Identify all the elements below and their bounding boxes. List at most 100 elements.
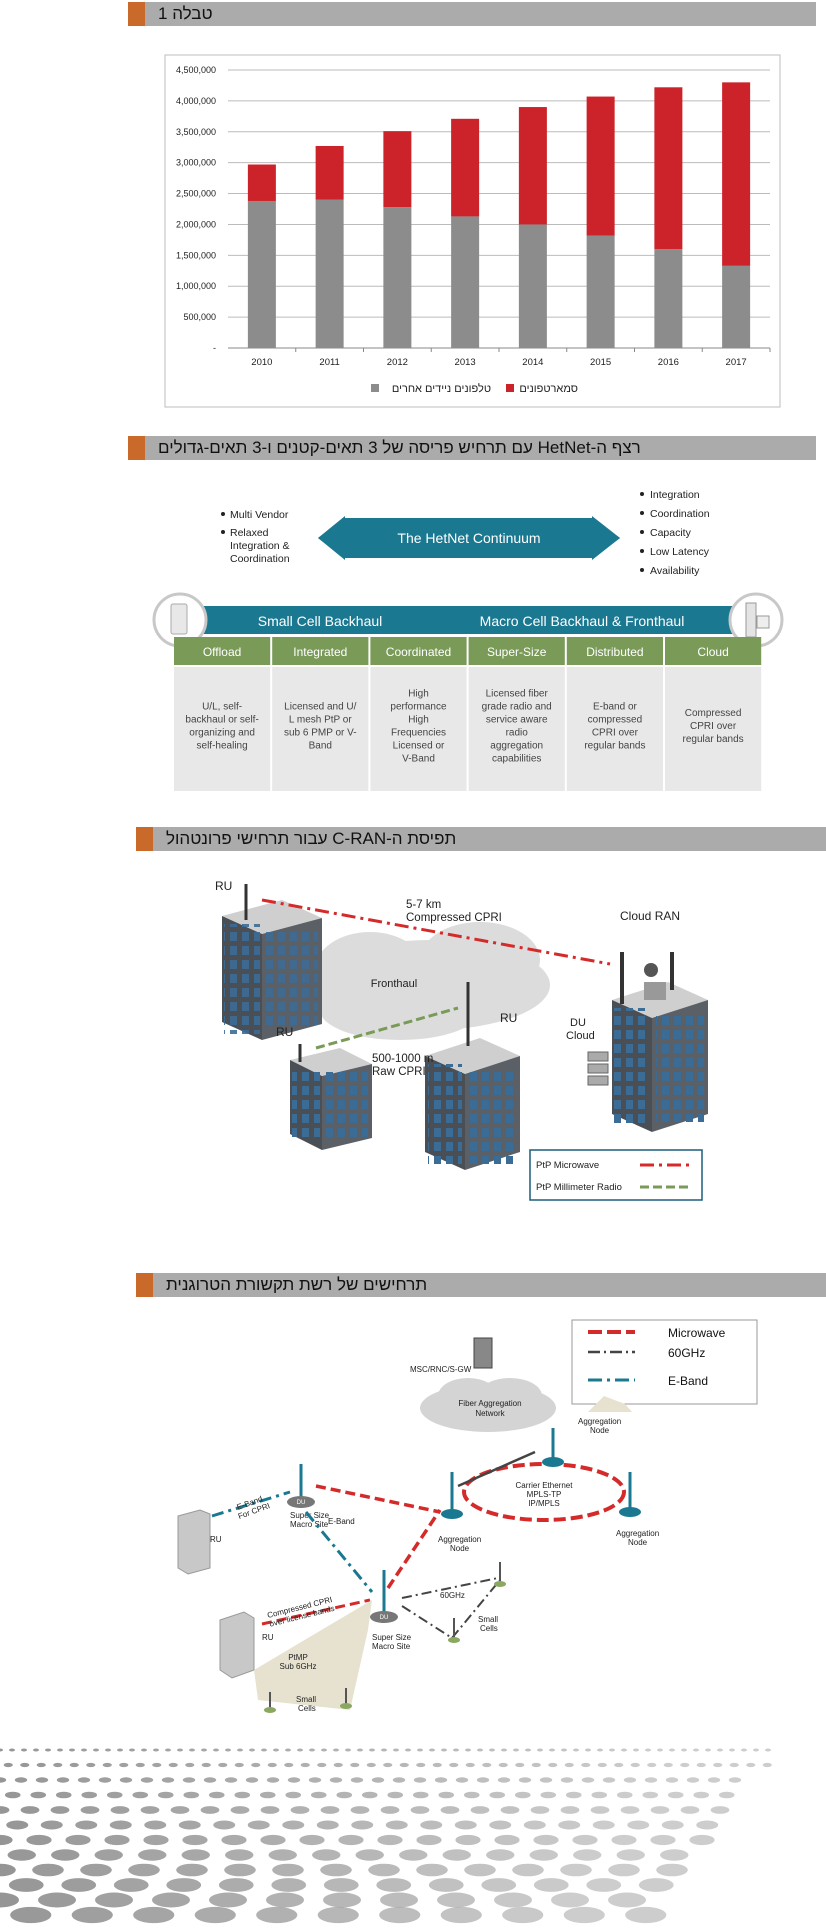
decor-dot	[320, 1806, 340, 1814]
decor-dot	[355, 1849, 384, 1861]
decor-dot	[585, 1748, 591, 1752]
bar-smart-2016	[654, 87, 683, 250]
decor-dot	[32, 1863, 64, 1877]
decor-dot	[224, 1777, 238, 1783]
decor-dot	[621, 1748, 627, 1752]
decor-dot	[718, 1791, 735, 1799]
decor-dot	[385, 1820, 408, 1830]
decor-dot	[182, 1834, 208, 1846]
decor-dot	[387, 1791, 404, 1799]
building-ru-top	[222, 884, 322, 1040]
decor-dot	[272, 1863, 304, 1877]
decor-dot	[80, 1863, 112, 1877]
decor-dot	[500, 1806, 520, 1814]
decor-dot	[746, 1762, 756, 1768]
decor-dot	[321, 1748, 327, 1752]
bullet-dot	[221, 512, 225, 516]
decor-dot	[20, 1806, 40, 1814]
small-cell-left-2	[340, 1688, 352, 1709]
decor-dot	[465, 1748, 471, 1752]
section-header-1: טבלה 1	[128, 2, 816, 26]
decor-dot	[647, 1762, 657, 1768]
decor-dot	[616, 1849, 645, 1861]
bar-smart-2017	[722, 82, 751, 266]
decor-dot	[21, 1748, 27, 1752]
decor-dot	[0, 1892, 19, 1908]
decor-dot	[357, 1748, 363, 1752]
x-tick-label: 2015	[590, 357, 611, 368]
column-header-bg	[174, 637, 271, 665]
network-legend-box	[571, 1319, 758, 1405]
column-body-bg	[370, 667, 467, 791]
legend-swatch-gray	[371, 384, 379, 392]
carrier-ring	[462, 1462, 626, 1522]
decor-dot	[681, 1748, 687, 1752]
decor-dot	[441, 1748, 447, 1752]
right-bullet: Availability	[650, 565, 700, 577]
decor-dot	[693, 1748, 699, 1752]
decor-dot	[189, 1748, 195, 1752]
right-bullet: Capacity	[650, 527, 692, 539]
column-body: U/L, self-backhaul or self-organizing an…	[185, 702, 258, 752]
decor-dot	[645, 1748, 651, 1752]
decor-dot	[611, 1834, 637, 1846]
stacked-bar-chart: -500,0001,000,0001,500,0002,000,0002,500…	[164, 54, 781, 408]
decor-dot	[157, 1791, 174, 1799]
decor-dot	[432, 1762, 442, 1768]
legend-swatch-area	[588, 1396, 632, 1412]
y-tick-label: 1,500,000	[176, 250, 216, 260]
decor-dot	[455, 1834, 481, 1846]
decor-dot	[213, 1748, 219, 1752]
decor-dot	[53, 1762, 63, 1768]
decor-dot	[464, 1863, 496, 1877]
chart-legend: סמארטפונים טלפונים ניידים אחרים	[371, 382, 578, 395]
bar-other-2015	[586, 235, 615, 348]
decor-dot	[284, 1762, 294, 1768]
cran-legend-millimeter: PtP Millimeter Radio	[536, 1182, 622, 1193]
decor-dot	[416, 1834, 442, 1846]
ru-label-2: RU	[262, 1633, 274, 1642]
decor-dot	[565, 1791, 582, 1799]
decor-dot	[129, 1748, 135, 1752]
decor-dot	[537, 1748, 543, 1752]
decor-dot	[381, 1748, 387, 1752]
y-tick-label: 3,500,000	[176, 127, 216, 137]
bar-other-2010	[247, 200, 276, 348]
eband-link-1	[211, 1490, 291, 1518]
decor-dot	[138, 1849, 167, 1861]
decor-dot	[602, 1777, 616, 1783]
backhaul-band	[178, 606, 764, 634]
decor-dot	[489, 1820, 512, 1830]
decor-dot	[36, 1762, 46, 1768]
decor-dot	[530, 1806, 550, 1814]
decor-dot	[194, 1906, 236, 1924]
decor-dot	[514, 1791, 531, 1799]
y-tick-label: 3,000,000	[176, 158, 216, 168]
decor-dot	[380, 1806, 400, 1814]
decor-dot	[105, 1748, 111, 1752]
decor-dot	[0, 1863, 16, 1877]
bar-other-2011	[315, 199, 344, 348]
hetnet-arrow	[318, 518, 620, 558]
ru-building-1	[177, 1509, 211, 1575]
decor-dot	[234, 1762, 244, 1768]
x-tick-label: 2011	[319, 357, 339, 368]
decor-dot	[371, 1777, 385, 1783]
decor-dot	[753, 1748, 759, 1752]
decor-dot	[515, 1762, 525, 1768]
decor-dot	[393, 1748, 399, 1752]
decor-dot	[531, 1762, 541, 1768]
decor-dot	[502, 1906, 544, 1924]
decor-dot	[413, 1777, 427, 1783]
bar-smart-2010	[247, 164, 276, 201]
eband-cpri-label: E-BandFor CPRI	[234, 1493, 271, 1521]
decor-dot	[417, 1748, 423, 1752]
